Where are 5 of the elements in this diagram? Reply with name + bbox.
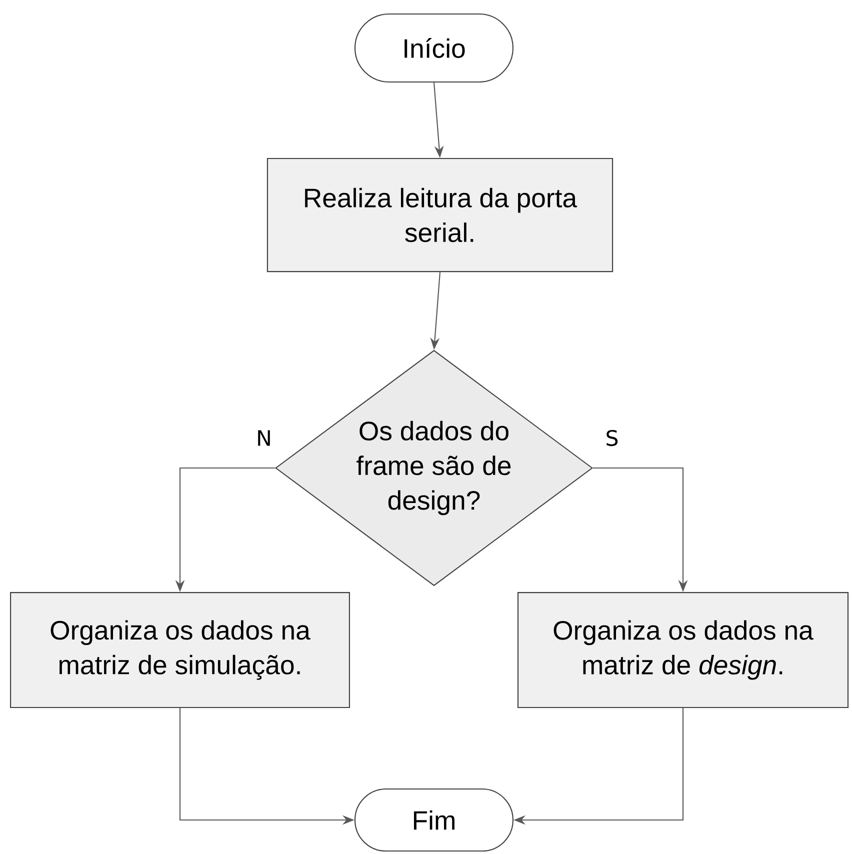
edge-label: N <box>258 430 270 446</box>
edge-label: S <box>606 430 618 446</box>
process-box: Organiza os dados na matriz de simulação. <box>10 592 350 708</box>
process-box: Organiza os dados na matriz de design. <box>517 592 849 708</box>
process-box: Realiza leitura da porta serial. <box>266 158 614 272</box>
